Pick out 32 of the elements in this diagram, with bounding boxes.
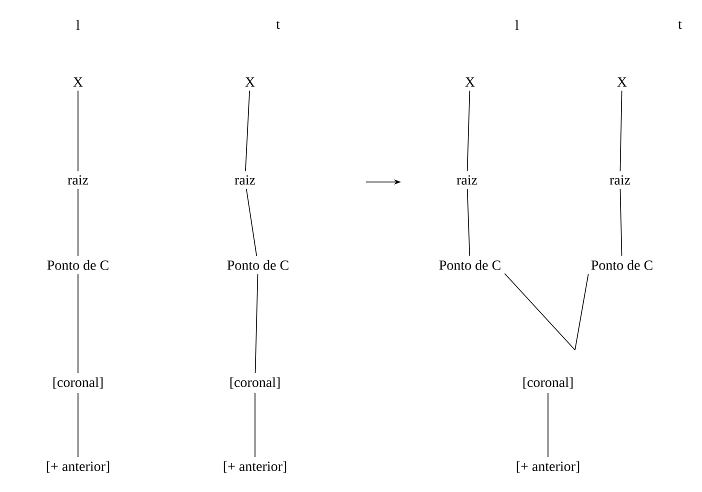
feature-label: Ponto de C [47,260,108,270]
tree-line [620,90,622,172]
tree-line [254,392,256,458]
tree-line [466,90,470,172]
tree-line [254,274,258,374]
feature-label: [+ anterior] [224,461,286,473]
tree-line [245,90,250,172]
feature-label: [coronal] [523,377,573,389]
tree-line [620,188,622,256]
feature-label: X [245,77,255,87]
feature-label: X [73,77,83,87]
tree-line [466,188,470,256]
feature-label: Ponto de C [439,260,500,270]
feature-label: raiz [234,175,256,185]
segment-label: l [76,20,80,30]
tree-line [574,274,589,350]
feature-label: [coronal] [230,377,280,389]
tree-line [246,188,257,256]
feature-label: [+ anterior] [516,461,580,473]
tree-line [504,273,576,350]
segment-label: t [678,20,682,29]
feature-label: X [617,77,627,87]
feature-label: X [465,77,475,87]
feature-label: [coronal] [53,377,103,389]
segment-label: l [515,20,519,30]
feature-label: raiz [610,175,630,185]
feature-label: raiz [68,175,88,185]
feature-label: [+ anterior] [46,461,110,473]
feature-label: raiz [456,175,478,185]
segment-label: t [276,20,280,29]
feature-label: Ponto de C [227,260,288,270]
feature-label: Ponto de C [591,260,652,270]
